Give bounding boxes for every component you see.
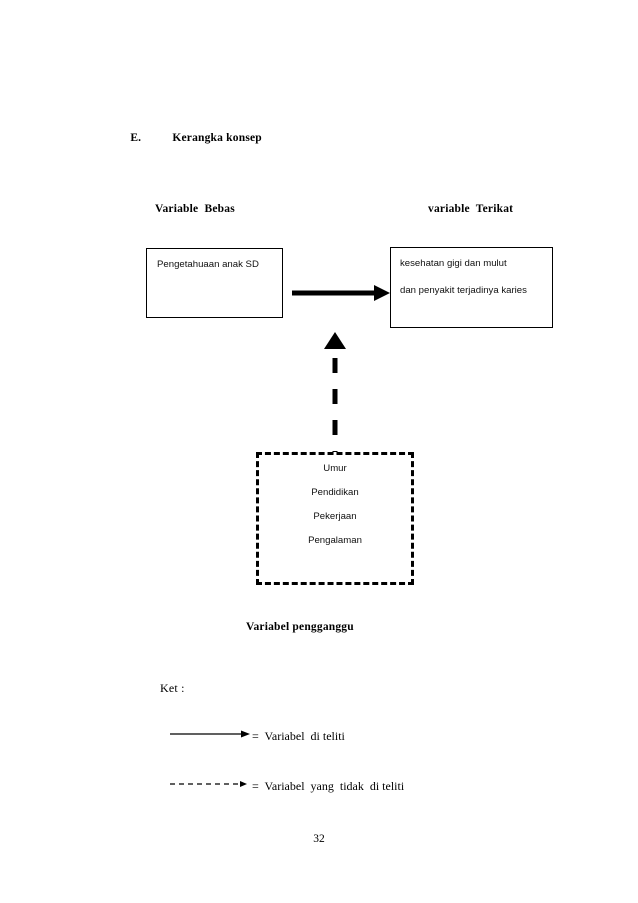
label-dependent-variable: variable Terikat (428, 203, 514, 215)
independent-variable-text: Pengetahuaan anak SD (157, 259, 259, 270)
solid-arrow-connector (292, 283, 390, 303)
dependent-variable-line-1: kesehatan gigi dan mulut (400, 258, 507, 269)
heading-title: Kerangka konsep (172, 132, 262, 144)
legend-dashed-arrow-icon (170, 777, 250, 791)
legend-title: Ket : (160, 681, 185, 695)
page-title: E. Kerangka konsep (118, 120, 262, 156)
heading-letter: E. (130, 132, 142, 144)
legend-entry-text: = Variabel yang tidak di teliti (252, 779, 405, 793)
confounding-item: Pekerjaan (313, 511, 357, 522)
dependent-variable-line-2: dan penyakit terjadinya karies (400, 284, 527, 296)
page-number: 32 (313, 833, 325, 845)
independent-variable-box: Pengetahuaan anak SD (146, 248, 283, 318)
confounding-item: Pendidikan (311, 487, 359, 498)
label-independent-variable: Variable Bebas (155, 203, 235, 215)
confounding-item: Umur (323, 463, 347, 474)
confounding-item: Pengalaman (308, 535, 362, 546)
legend-entry-text: = Variabel di teliti (252, 729, 345, 743)
legend-solid-arrow-icon (170, 727, 250, 741)
confounding-variable-caption: Variabel pengganggu (246, 621, 354, 633)
dependent-variable-box: kesehatan gigi dan mulut dan penyakit te… (390, 247, 553, 328)
dashed-arrow-connector (318, 330, 352, 452)
confounding-variable-box: Umur Pendidikan Pekerjaan Pengalaman (256, 452, 414, 585)
